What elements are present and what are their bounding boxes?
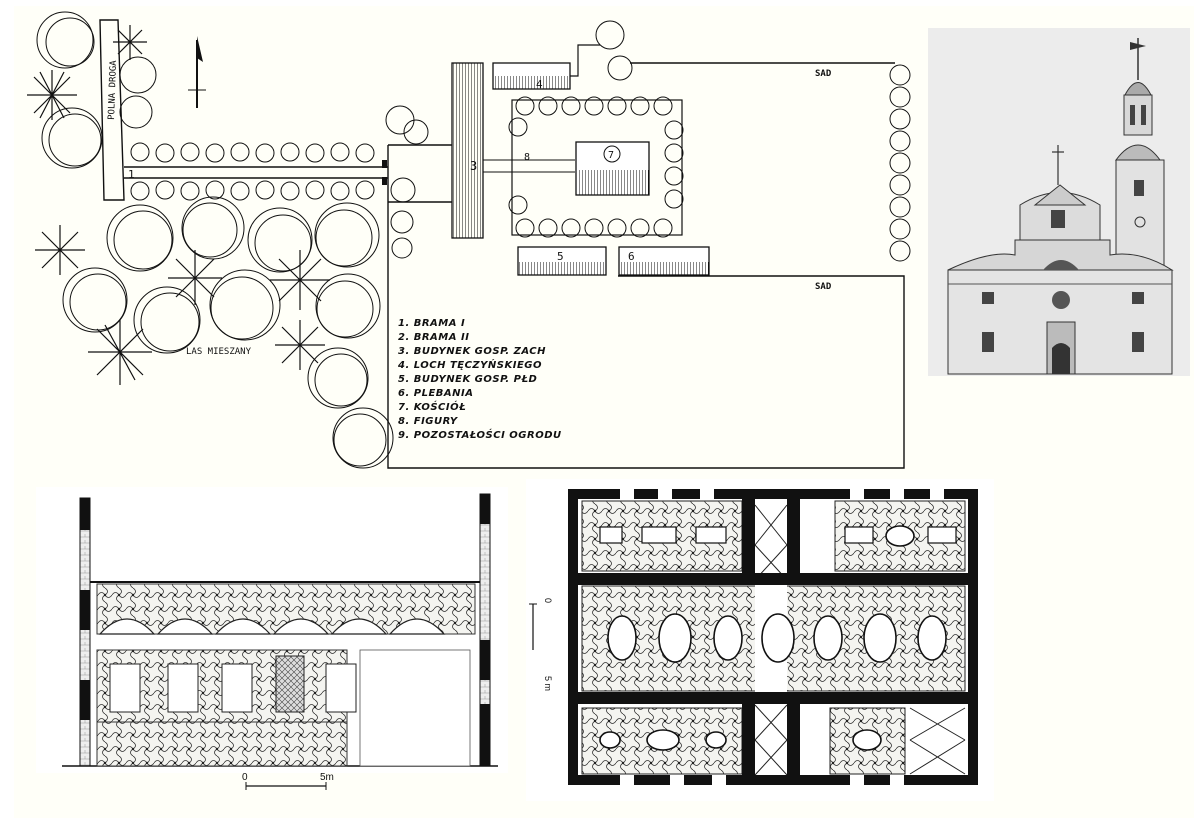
marker-building-5: 5	[557, 250, 564, 263]
legend-item-3: 3. BUDYNEK GOSP. ZACH	[398, 346, 546, 357]
plan-scale-end: 5 m	[543, 676, 553, 691]
forest-label: LAS MIESZANY	[186, 347, 252, 357]
orchard-label-top: SAD	[815, 69, 832, 79]
orchard-label-bottom: SAD	[815, 282, 832, 292]
plan-scale-start: 0	[543, 598, 553, 603]
legend-item-9: 9. POZOSTAŁOŚCI OGRODU	[398, 428, 562, 441]
orchard-tree-column	[889, 64, 911, 262]
legend-item-6: 6. PLEBANIA	[398, 388, 473, 399]
marker-church-7: 7	[608, 150, 614, 161]
site-plan: POLNA DROGA 1	[27, 11, 911, 469]
marker-figures-8: 8	[524, 152, 530, 163]
marker-building-4: 4	[536, 78, 543, 91]
conifer-trees	[27, 25, 330, 385]
legend-item-4: 4. LOCH TĘCZYŃSKIEGO	[397, 358, 542, 371]
building-west-farm	[451, 62, 484, 239]
legend-item-7: 7. KOŚCIÓŁ	[398, 400, 466, 413]
section-scale-end: 5m	[320, 772, 334, 783]
north-arrow-icon	[188, 36, 206, 108]
mixed-forest	[36, 11, 429, 469]
tree-avenue	[124, 142, 388, 201]
legend-item-1: 1. BRAMA I	[398, 318, 465, 329]
section-drawing: 0 5m	[36, 487, 508, 790]
church-facade-photo	[928, 28, 1190, 376]
section-scale-start: 0	[242, 772, 248, 783]
marker-building-3: 3	[470, 159, 477, 173]
legend-item-2: 2. BRAMA II	[398, 332, 469, 343]
legend-item-5: 5. BUDYNEK GOSP. PŁD	[398, 374, 537, 385]
property-boundary	[387, 62, 905, 469]
vault-floor-plan: 0 5 m	[526, 479, 994, 801]
field-road: POLNA DROGA	[99, 19, 125, 201]
marker-building-6: 6	[628, 250, 635, 263]
legend-item-8: 8. FIGURY	[398, 416, 459, 427]
road-label: POLNA DROGA	[107, 60, 119, 120]
site-legend: 1. BRAMA I 2. BRAMA II 3. BUDYNEK GOSP. …	[397, 318, 562, 441]
garden-tree-ring	[508, 20, 684, 238]
marker-gate-1: 1	[128, 168, 135, 181]
